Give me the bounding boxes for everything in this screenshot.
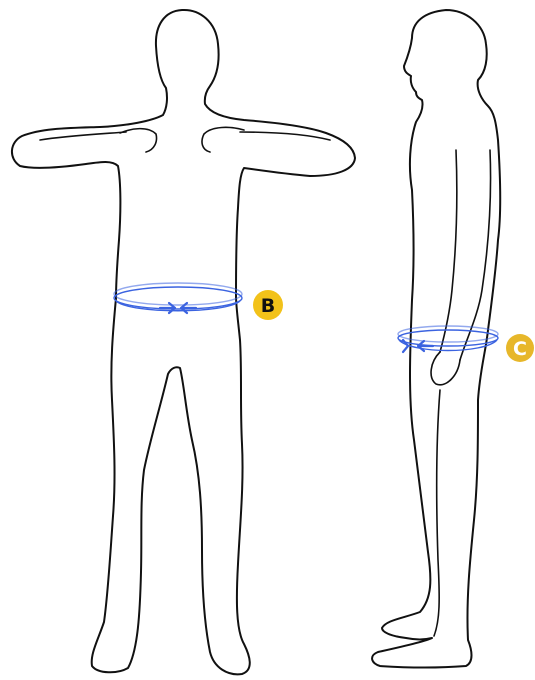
front-body-outline [12,10,355,674]
marker-b-badge: B [253,290,283,320]
marker-c-label: C [513,338,527,360]
side-view-figure [372,10,500,668]
marker-c-badge: C [506,334,534,362]
side-arrow-right-icon [403,340,408,352]
front-view-figure [12,10,355,674]
marker-b-label: B [261,295,275,317]
side-body-outline [372,10,500,668]
